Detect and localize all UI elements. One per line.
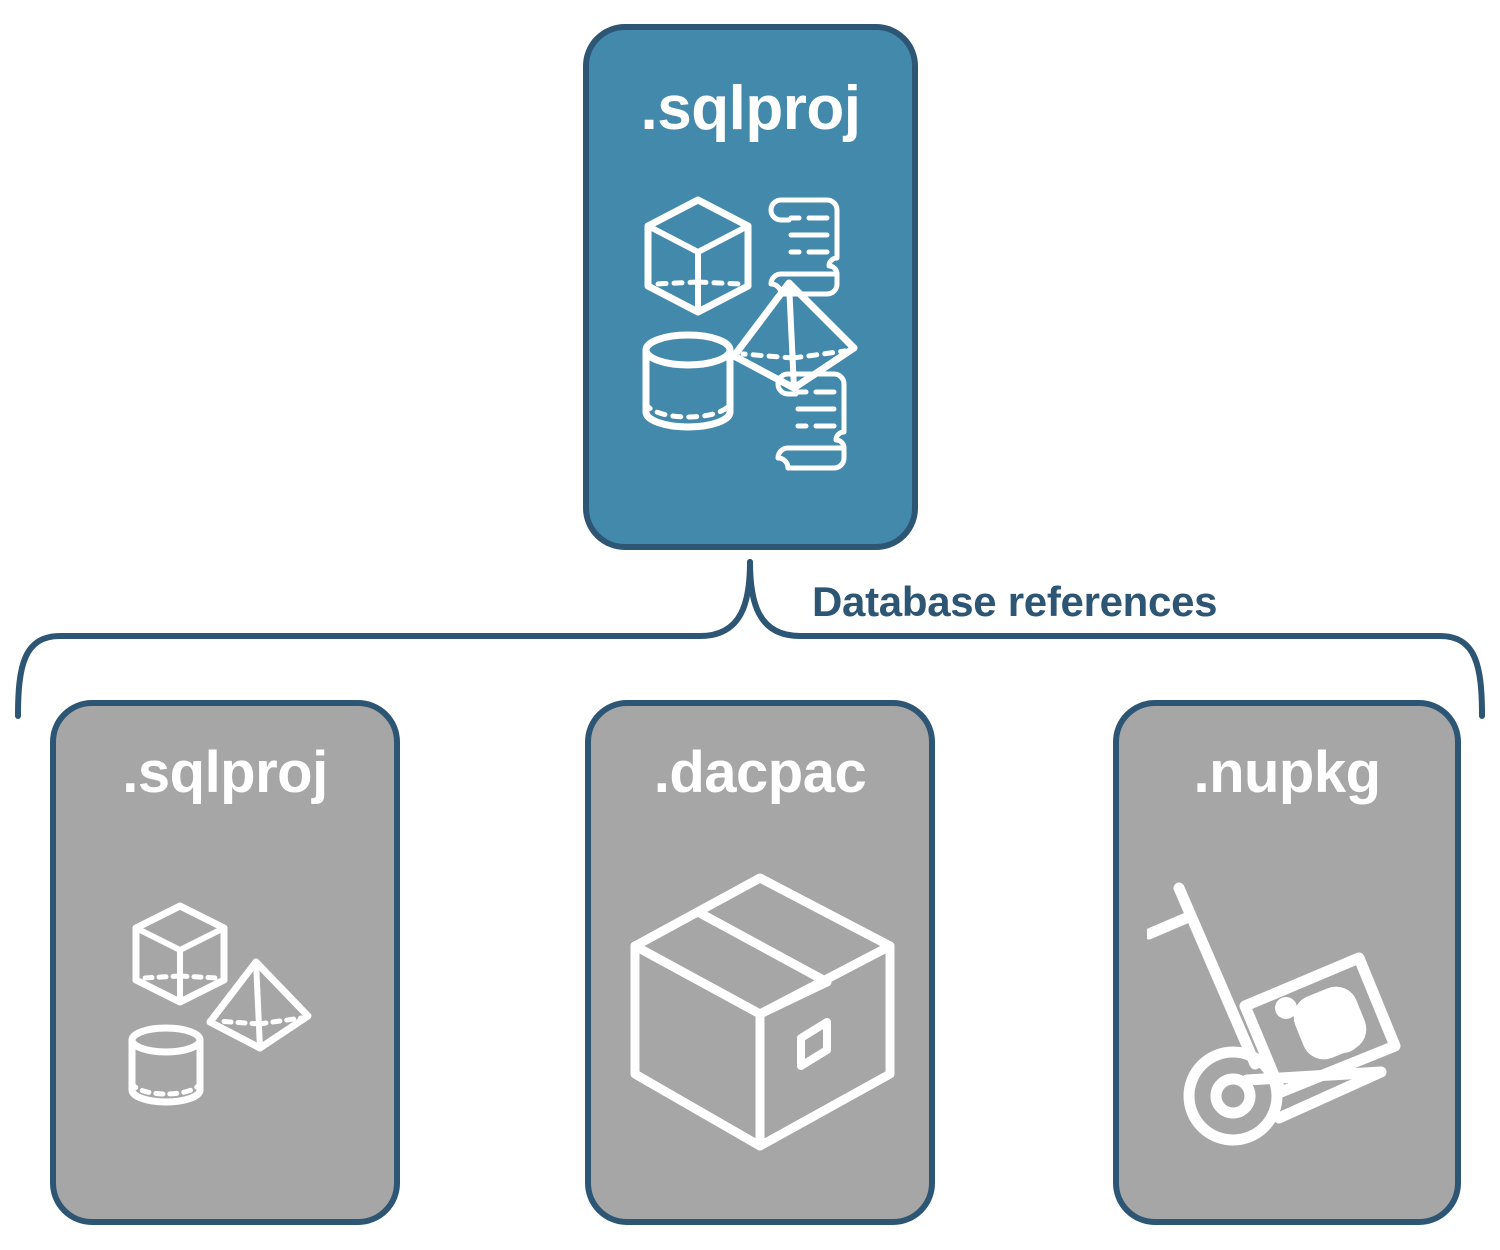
wireframe-cylinder-icon [128,1024,203,1106]
database-references-label: Database references [812,578,1218,625]
node-child-nupkg-label: .nupkg [1193,740,1381,805]
wireframe-cube-icon [132,902,227,1006]
node-child-nupkg[interactable]: .nupkg [1113,700,1461,1225]
sqlproj-shapes-icon-set [128,902,311,1106]
nuget-package-mark [1275,986,1367,1059]
node-child-sqlproj[interactable]: .sqlproj [50,700,400,1225]
script-scroll-icon [768,197,839,297]
script-scroll-icon [775,371,846,471]
node-child-sqlproj-label: .sqlproj [122,740,328,805]
node-root-sqlproj[interactable]: .sqlproj [583,24,918,550]
wireframe-cylinder-icon [642,331,733,431]
node-root-icon-group [589,122,912,544]
wireframe-pyramid-icon [206,958,311,1052]
sqlproj-icon-set [642,196,857,471]
node-root-label: .sqlproj [640,74,861,143]
hand-truck-package-icon [1147,882,1401,1145]
package-box-icon [630,873,895,1150]
node-child-dacpac-label: .dacpac [653,740,867,805]
node-child-sqlproj-icon-group [56,796,394,1219]
wireframe-cube-icon [644,196,751,316]
node-child-dacpac[interactable]: .dacpac [585,700,935,1225]
node-child-nupkg-icon-group [1119,796,1455,1219]
wireframe-pyramid-icon [730,279,857,392]
node-child-dacpac-icon-group [591,796,929,1219]
